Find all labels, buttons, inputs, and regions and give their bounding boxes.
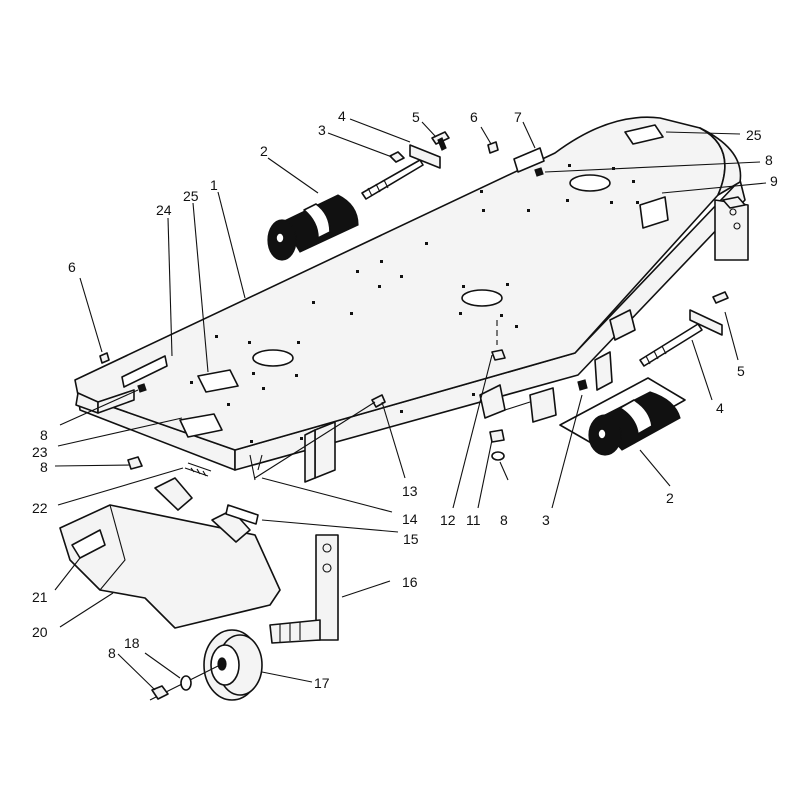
callout-14: 14 [402,511,418,527]
bolt-13 [254,394,386,479]
callout-6: 6 [470,109,478,125]
discharge-chute [59,477,281,629]
hinge-pin-and-spring [127,456,259,525]
callout-8: 8 [40,427,48,443]
leader-lines [54,118,767,691]
callout-3: 3 [318,122,326,138]
callout-20: 20 [32,624,48,640]
mower-deck-housing [74,116,746,471]
callout-23: 23 [32,444,48,460]
callout-13: 13 [402,483,418,499]
callout-21: 21 [32,589,48,605]
decal-24 [121,355,168,388]
decal-21 [71,529,106,559]
deck-bolt-holes [190,164,639,443]
callout-7: 7 [514,109,522,125]
callout-6: 6 [68,259,76,275]
rear-mount-block [714,196,749,261]
callout-8: 8 [40,459,48,475]
callout-8: 8 [108,645,116,661]
callout-17: 17 [314,675,330,691]
callout-12: 12 [440,512,456,528]
callout-4: 4 [716,400,724,416]
callout-24: 24 [156,202,172,218]
decal-23 [179,413,223,438]
height-bracket [249,421,336,483]
decal-25-front [197,369,239,393]
callout-11: 11 [466,512,481,528]
roller-bumper-lower [559,291,729,456]
callout-4: 4 [338,108,346,124]
callout-1: 1 [210,177,218,193]
callout-25: 25 [746,127,762,143]
upper-fasteners [99,131,544,393]
center-fastener-stack [489,320,506,461]
callout-2: 2 [666,490,674,506]
callout-2: 2 [260,143,268,159]
decal-25-rear [624,124,664,145]
callout-5: 5 [737,363,745,379]
gauge-wheel-assembly [149,534,339,701]
callout-15: 15 [403,531,419,547]
callout-3: 3 [542,512,550,528]
decal-9 [639,196,669,229]
callout-8: 8 [500,512,508,528]
callout-labels: 1 2 2 3 3 4 4 5 5 6 6 7 8 8 8 8 8 9 11 1… [32,108,778,691]
decal-7 [513,147,545,173]
callout-8: 8 [765,152,773,168]
callout-9: 9 [770,173,778,189]
callout-25: 25 [183,188,199,204]
deck-decals [121,124,669,438]
callout-5: 5 [412,109,420,125]
roller-bumper-upper [267,144,441,261]
spindle-openings [252,174,611,367]
callout-18: 18 [124,635,140,651]
callout-22: 22 [32,500,48,516]
side-hanger-brackets [479,309,636,423]
callout-16: 16 [402,574,418,590]
